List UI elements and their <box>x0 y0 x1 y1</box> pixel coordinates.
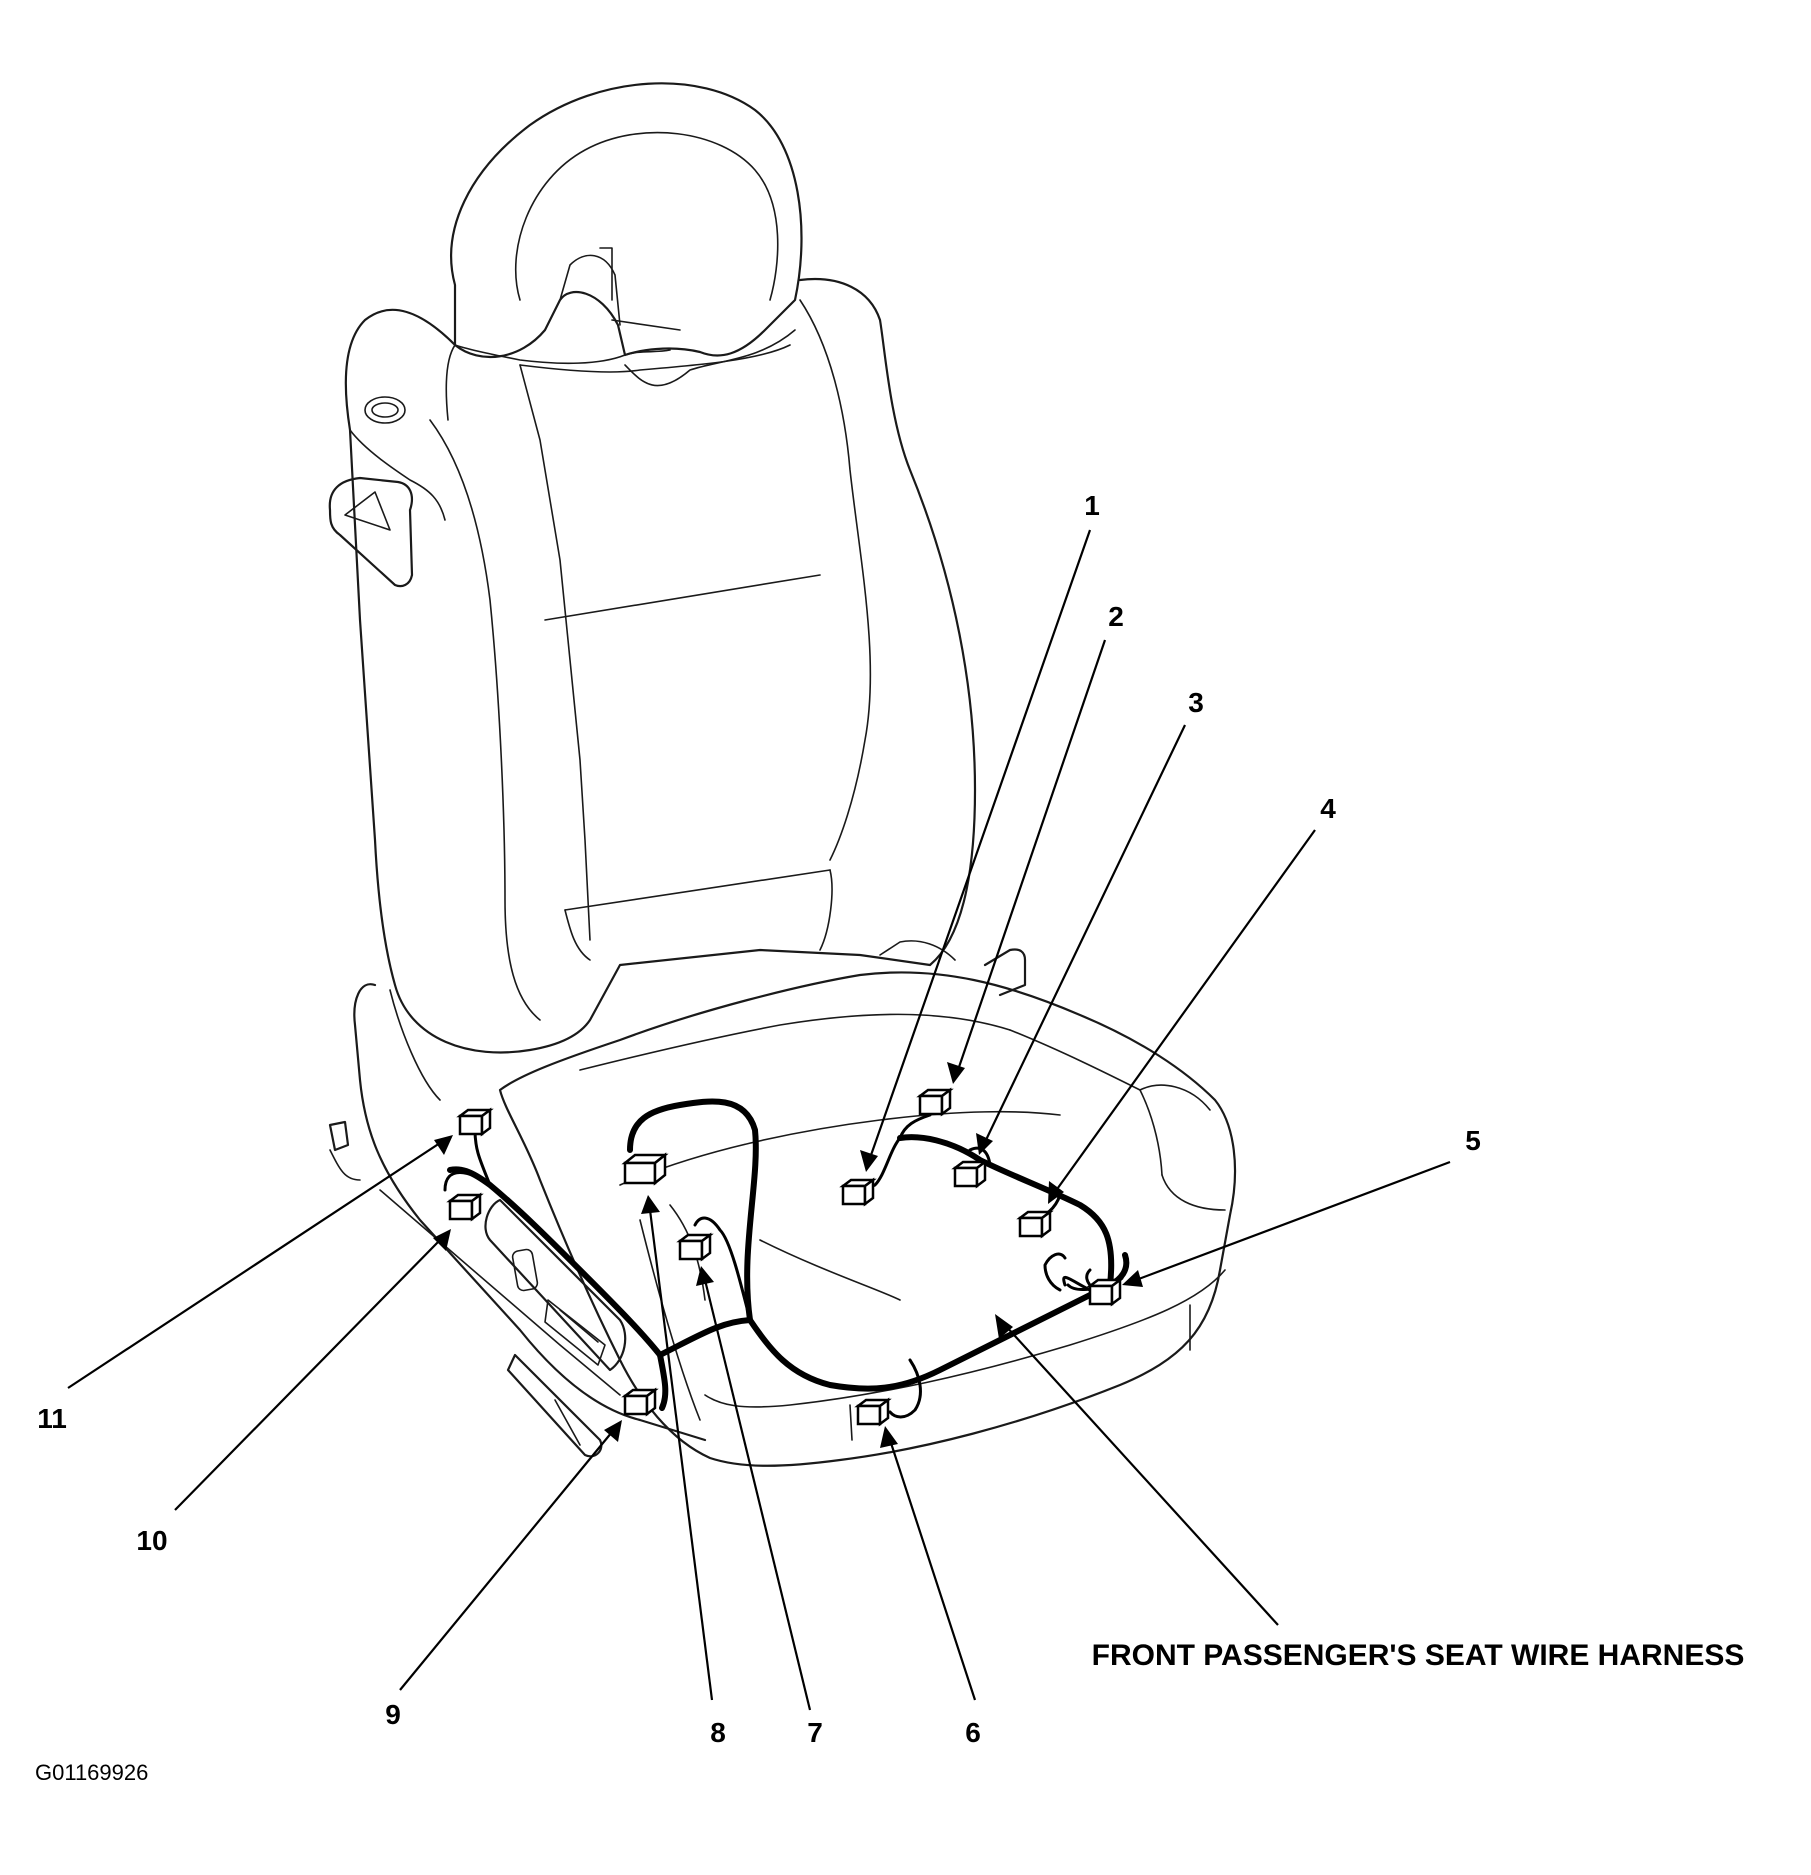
seatback <box>328 278 977 1054</box>
leader-lines <box>67 529 1451 1711</box>
callout-6: 6 <box>965 1717 981 1748</box>
connector-9 <box>623 1388 657 1416</box>
callout-1: 1 <box>1084 490 1100 521</box>
figure-id: G01169926 <box>35 1760 148 1785</box>
callout-labels: 1 2 3 4 5 6 7 8 9 10 11 <box>37 490 1481 1748</box>
connector-5 <box>1088 1278 1122 1306</box>
callout-8: 8 <box>710 1717 726 1748</box>
connector-7 <box>678 1233 712 1261</box>
callout-4: 4 <box>1320 793 1336 824</box>
connector-3 <box>953 1160 987 1188</box>
callout-3: 3 <box>1188 687 1204 718</box>
wire-harness <box>443 1098 1130 1419</box>
diagram-title: FRONT PASSENGER'S SEAT WIRE HARNESS <box>1092 1639 1745 1672</box>
connector-10 <box>448 1193 482 1221</box>
callout-2: 2 <box>1108 601 1124 632</box>
headrest <box>450 82 803 359</box>
connector-8 <box>623 1153 667 1185</box>
connectors <box>448 1088 1122 1426</box>
connector-2 <box>918 1088 952 1116</box>
seat-illustration <box>328 82 1237 1467</box>
seat-base-side <box>328 983 707 1458</box>
callout-7: 7 <box>807 1717 823 1748</box>
callout-10: 10 <box>136 1525 167 1556</box>
callout-5: 5 <box>1465 1125 1481 1156</box>
connector-4 <box>1018 1210 1052 1238</box>
connector-11 <box>458 1108 492 1136</box>
connector-6 <box>856 1398 890 1426</box>
callout-9: 9 <box>385 1699 401 1730</box>
callout-11: 11 <box>37 1403 67 1434</box>
connector-1 <box>841 1178 875 1206</box>
